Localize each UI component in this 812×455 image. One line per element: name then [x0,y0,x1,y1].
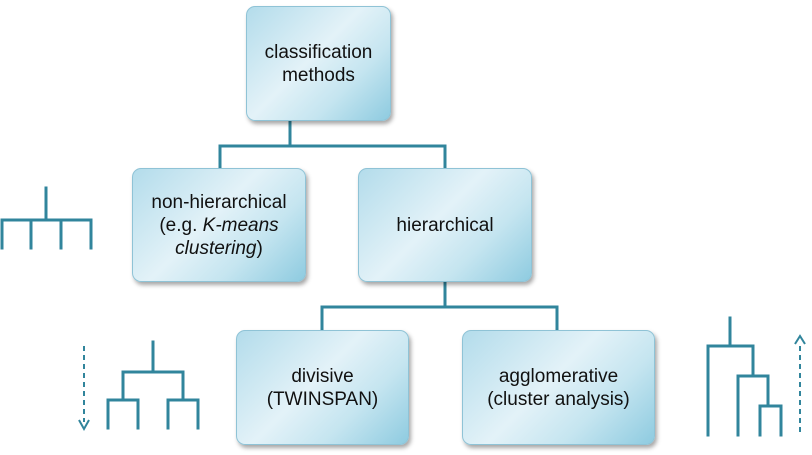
hierarchical-label: hierarchical [396,214,494,236]
flat-dendrogram-icon [0,186,93,250]
connector-hierarchical-children [320,281,559,332]
agglomerative-example: (cluster analysis) [487,388,630,410]
example-prefix: (e.g. [159,214,203,236]
node-agglomerative: agglomerative (cluster analysis) [462,330,655,445]
node-divisive: divisive (TWINSPAN) [236,330,409,445]
connector-root-children [218,119,447,170]
divisive-label: divisive [291,365,354,387]
non-hierarchical-example: (e.g. K-means [159,214,278,237]
divisive-example: (TWINSPAN) [266,388,379,410]
example-suffix: ) [256,237,263,259]
root-label-line1: classification [264,41,373,63]
node-non-hierarchical: non-hierarchical (e.g. K-means clusterin… [132,168,306,282]
divisive-dendrogram-icon [106,340,200,430]
node-classification-methods: classification methods [246,6,391,121]
root-label-line2: methods [282,64,355,86]
example-method-cont: clustering [175,237,257,259]
non-hierarchical-label: non-hierarchical [151,191,287,213]
non-hierarchical-example-cont: clustering) [175,237,263,260]
node-hierarchical: hierarchical [358,168,532,282]
dashed-up-arrow-icon [794,334,806,436]
agglomerative-label: agglomerative [498,365,619,387]
agglomerative-dendrogram-icon [706,316,783,437]
example-method: K-means [202,214,279,236]
dashed-down-arrow-icon [78,346,90,432]
